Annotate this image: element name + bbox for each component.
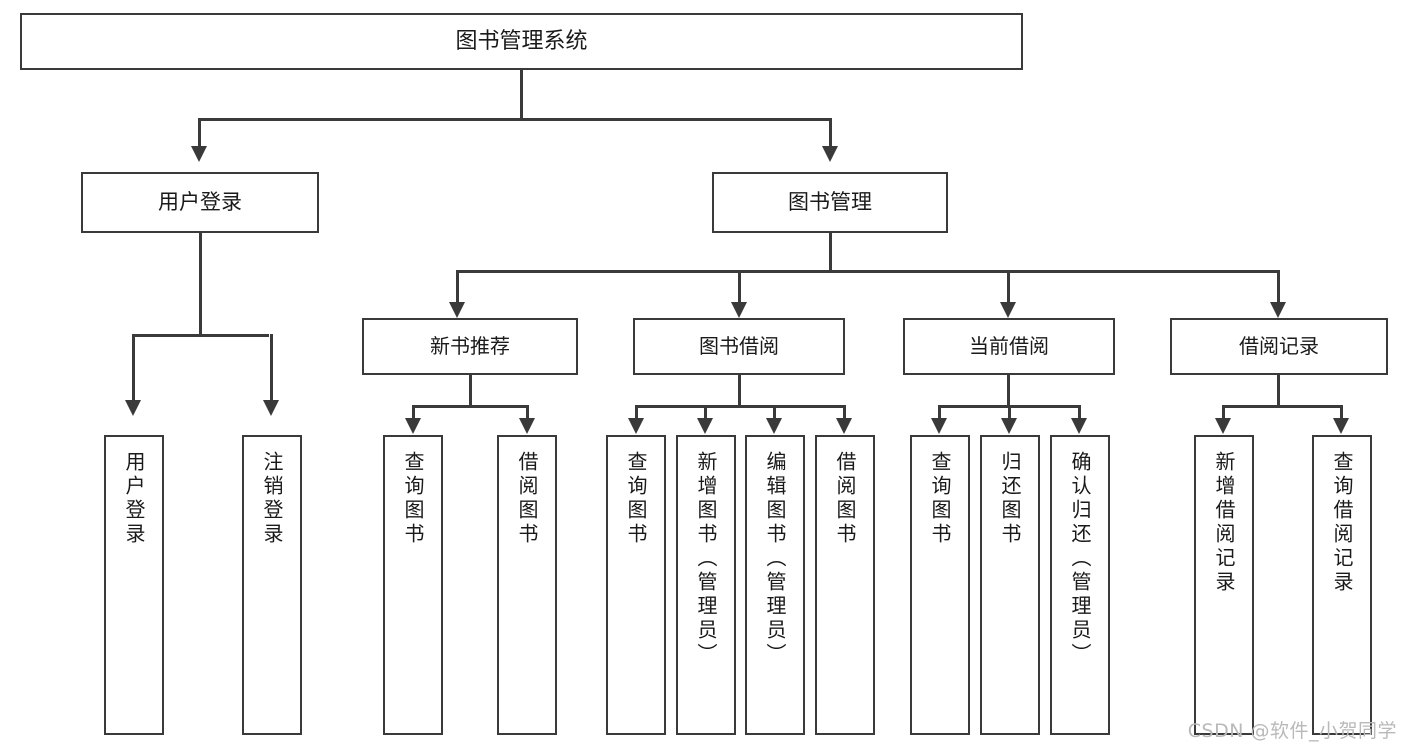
leaf-logout[interactable]: 注销登录 xyxy=(242,435,302,735)
leaf-add-book-admin[interactable]: 新增图书（管理员） xyxy=(676,435,736,735)
node-current-borrow[interactable]: 当前借阅 xyxy=(903,318,1115,375)
node-label: 新书推荐 xyxy=(430,334,510,358)
node-new-book-recommend[interactable]: 新书推荐 xyxy=(362,318,578,375)
node-book-management[interactable]: 图书管理 xyxy=(712,172,948,233)
leaf-label: 查询图书 xyxy=(401,451,425,547)
edge-bookmgmt-to-lvl3-2 xyxy=(738,270,741,304)
arrow-bookmgmt-to-lvl3-2 xyxy=(731,302,747,318)
arrow-bookmgmt-to-lvl3-1 xyxy=(449,302,465,318)
leaf-add-borrow-record[interactable]: 新增借阅记录 xyxy=(1194,435,1254,735)
node-borrow-record[interactable]: 借阅记录 xyxy=(1170,318,1388,375)
arrow-root-to-bookmgmt xyxy=(822,146,838,162)
leaf-query-borrow-record[interactable]: 查询借阅记录 xyxy=(1312,435,1372,735)
leaf-label: 查询图书 xyxy=(928,451,952,547)
edge-root-stem xyxy=(520,70,523,120)
edge-bookborrow-to-leaf-2 xyxy=(704,405,707,421)
node-label: 图书管理 xyxy=(788,190,872,215)
edge-borrowrecord-to-leaf-1 xyxy=(1222,405,1225,421)
arrow-bookmgmt-to-lvl3-4 xyxy=(1270,302,1286,318)
leaf-label: 借阅图书 xyxy=(833,451,857,547)
node-label: 借阅记录 xyxy=(1239,334,1319,358)
leaf-query-book-newbook[interactable]: 查询图书 xyxy=(383,435,443,735)
node-label: 图书管理系统 xyxy=(455,28,588,54)
edge-currentborrow-to-leaf-2 xyxy=(1008,405,1011,421)
node-user-login[interactable]: 用户登录 xyxy=(81,172,319,233)
arrow-bookmgmt-to-lvl3-3 xyxy=(1000,302,1016,318)
edge-userlogin-stem xyxy=(199,233,202,337)
edge-newbook-to-leaf-1 xyxy=(412,405,415,421)
edge-currentborrow-to-leaf-1 xyxy=(938,405,941,421)
leaf-label: 注销登录 xyxy=(260,451,284,547)
edge-bookmgmt-bus xyxy=(456,270,1279,273)
arrow-bookborrow-to-leaf-3 xyxy=(766,418,782,434)
leaf-borrow-book-newbook[interactable]: 借阅图书 xyxy=(497,435,557,735)
leaf-label: 新增借阅记录 xyxy=(1212,451,1236,595)
leaf-edit-book-admin[interactable]: 编辑图书（管理员） xyxy=(745,435,805,735)
node-book-borrow[interactable]: 图书借阅 xyxy=(633,318,845,375)
leaf-label: 新增图书（管理员） xyxy=(694,451,718,667)
arrow-borrowrecord-to-leaf-1 xyxy=(1215,418,1231,434)
arrow-newbook-to-leaf-2 xyxy=(519,418,535,434)
edge-currentborrow-to-leaf-3 xyxy=(1078,405,1081,421)
leaf-label: 归还图书 xyxy=(998,451,1022,547)
edge-borrowrecord-stem xyxy=(1277,375,1280,407)
leaf-label: 确认归还（管理员） xyxy=(1068,451,1092,667)
edge-userlogin-to-leaf-1 xyxy=(132,334,135,402)
edge-borrowrecord-to-leaf-2 xyxy=(1340,405,1343,421)
edge-bookmgmt-to-lvl3-3 xyxy=(1007,270,1010,304)
node-label: 用户登录 xyxy=(158,190,242,215)
edge-bookborrow-stem xyxy=(738,375,741,407)
arrow-bookborrow-to-leaf-4 xyxy=(836,418,852,434)
node-root-system[interactable]: 图书管理系统 xyxy=(20,13,1023,70)
arrow-currentborrow-to-leaf-1 xyxy=(931,418,947,434)
arrow-newbook-to-leaf-1 xyxy=(405,418,421,434)
leaf-label: 用户登录 xyxy=(122,451,146,547)
arrow-bookborrow-to-leaf-1 xyxy=(628,418,644,434)
arrow-userlogin-to-leaf-1 xyxy=(125,400,141,416)
edge-root-bus xyxy=(198,118,832,121)
leaf-label: 查询图书 xyxy=(624,451,648,547)
leaf-confirm-return-admin[interactable]: 确认归还（管理员） xyxy=(1050,435,1110,735)
arrow-root-to-userlogin xyxy=(191,146,207,162)
edge-currentborrow-stem xyxy=(1007,375,1010,407)
arrow-userlogin-to-leaf-2 xyxy=(263,400,279,416)
edge-userlogin-to-leaf-2 xyxy=(270,334,273,402)
node-label: 当前借阅 xyxy=(969,334,1049,358)
edge-root-to-bookmgmt xyxy=(829,118,832,148)
arrow-borrowrecord-to-leaf-2 xyxy=(1333,418,1349,434)
leaf-label: 编辑图书（管理员） xyxy=(763,451,787,667)
edge-bookborrow-bus xyxy=(635,405,845,408)
edge-bookmgmt-to-lvl3-4 xyxy=(1277,270,1280,304)
edge-bookborrow-to-leaf-4 xyxy=(843,405,846,421)
edge-root-to-userlogin xyxy=(198,118,201,148)
edge-newbook-to-leaf-2 xyxy=(526,405,529,421)
leaf-label: 借阅图书 xyxy=(515,451,539,547)
edge-userlogin-bus xyxy=(132,334,269,337)
edge-borrowrecord-bus xyxy=(1222,405,1342,408)
arrow-bookborrow-to-leaf-2 xyxy=(697,418,713,434)
leaf-query-book-current[interactable]: 查询图书 xyxy=(910,435,970,735)
arrow-currentborrow-to-leaf-2 xyxy=(1001,418,1017,434)
leaf-label: 查询借阅记录 xyxy=(1330,451,1354,595)
leaf-return-book[interactable]: 归还图书 xyxy=(980,435,1040,735)
leaf-query-book-borrow[interactable]: 查询图书 xyxy=(606,435,666,735)
edge-bookmgmt-to-lvl3-1 xyxy=(456,270,459,304)
edge-bookborrow-to-leaf-1 xyxy=(635,405,638,421)
arrow-currentborrow-to-leaf-3 xyxy=(1071,418,1087,434)
edge-bookmgmt-stem xyxy=(829,233,832,272)
edge-newbook-stem xyxy=(469,375,472,407)
edge-bookborrow-to-leaf-3 xyxy=(773,405,776,421)
edge-newbook-bus xyxy=(412,405,528,408)
leaf-user-login[interactable]: 用户登录 xyxy=(104,435,164,735)
node-label: 图书借阅 xyxy=(699,334,779,358)
leaf-borrow-book[interactable]: 借阅图书 xyxy=(815,435,875,735)
